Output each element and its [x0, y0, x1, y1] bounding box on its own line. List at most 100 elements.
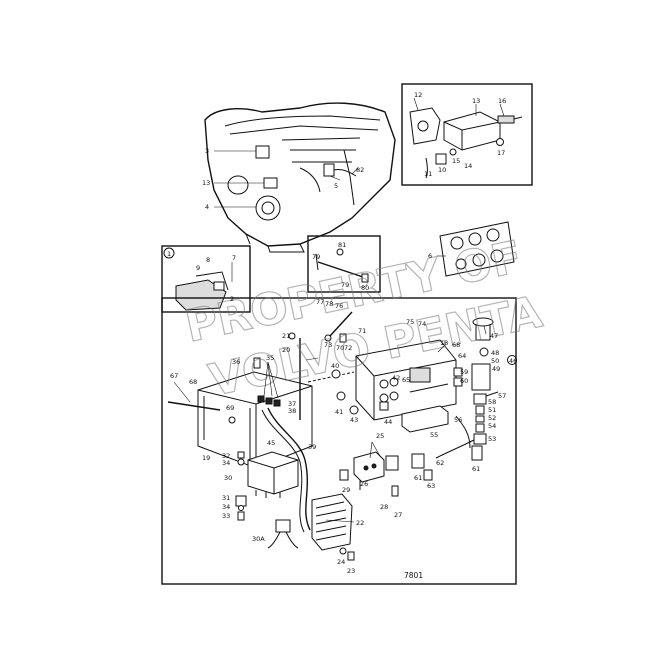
callout-67: 67	[170, 372, 178, 380]
leader-lines	[173, 97, 505, 523]
callout-33: 33	[222, 512, 230, 520]
inset-rod	[307, 235, 381, 293]
callout-19: 19	[202, 454, 210, 462]
junction-box	[197, 371, 313, 469]
callout-59: 59	[460, 368, 468, 376]
screw-33	[237, 511, 245, 521]
sensor-49	[471, 363, 491, 391]
wire-11	[425, 157, 428, 179]
callout-20: 20	[282, 346, 290, 354]
screw-70	[339, 333, 347, 343]
sensor-10	[435, 153, 447, 165]
callout-80: 80	[361, 284, 369, 292]
callout-70: 70	[336, 344, 344, 352]
washer-52	[475, 415, 485, 423]
control-panel-18	[355, 339, 457, 421]
callout-4: 4	[205, 203, 209, 211]
callout-8: 8	[206, 256, 210, 264]
callout-30A: 30A	[252, 535, 265, 543]
relay-30	[247, 451, 299, 498]
circled-46	[507, 355, 517, 365]
callout-labels: 12 13 16 15 14 17 10 11 3 13 4 5 82 6 1 …	[167, 91, 517, 575]
figure-number: 7801	[404, 571, 423, 580]
callout-45: 45	[267, 439, 275, 447]
washer-24	[339, 547, 347, 555]
callout-30: 30	[224, 474, 232, 482]
callout-74: 74	[418, 320, 426, 328]
callout-69: 69	[226, 404, 234, 412]
callout-27: 27	[394, 511, 402, 519]
relay-unit	[443, 111, 501, 151]
callout-15: 15	[452, 157, 460, 165]
callout-29: 29	[342, 486, 350, 494]
cable-harness-39	[267, 407, 311, 531]
callout-38: 38	[288, 407, 296, 415]
callout-60: 60	[460, 377, 468, 385]
callout-41: 41	[335, 408, 343, 416]
callout-53: 53	[488, 435, 496, 443]
callout-17: 17	[497, 149, 505, 157]
cable-62	[435, 439, 475, 459]
washer-15	[449, 148, 457, 156]
callout-28: 28	[380, 503, 388, 511]
callout-34a: 34	[222, 459, 230, 467]
part-41	[336, 391, 346, 401]
callout-76: 76	[335, 302, 343, 310]
bolt-67	[167, 401, 221, 411]
callout-26: 26	[360, 480, 368, 488]
screw-36	[253, 357, 261, 369]
callout-3: 3	[205, 147, 209, 155]
alternator-unit	[175, 271, 229, 311]
callout-34b: 34	[222, 503, 230, 511]
callout-6: 6	[428, 252, 432, 260]
callout-37: 37	[288, 400, 296, 408]
callout-52: 52	[488, 414, 496, 422]
callout-72: 72	[344, 344, 352, 352]
relay-plug-16	[497, 115, 523, 124]
washer-34a	[237, 458, 245, 466]
callout-44: 44	[384, 418, 392, 426]
callout-36: 36	[232, 358, 240, 366]
fuse-30A	[267, 519, 299, 549]
callout-73: 73	[324, 341, 332, 349]
callout-43: 43	[350, 416, 358, 424]
callout-14: 14	[464, 162, 472, 170]
callout-57: 57	[498, 392, 506, 400]
callout-13: 13	[472, 97, 480, 105]
nut-17	[496, 138, 504, 146]
callout-61b: 61	[472, 465, 480, 473]
washer-21	[288, 332, 296, 340]
callout-82: 82	[356, 166, 364, 174]
bracket-25	[353, 451, 385, 483]
terminal-bar-55	[401, 405, 449, 433]
callout-42: 42	[392, 374, 400, 382]
callout-78: 78	[325, 300, 333, 308]
washer-34b	[238, 505, 244, 511]
engine-sensor-5	[323, 163, 357, 177]
screw-54	[475, 423, 485, 433]
callout-24: 24	[337, 558, 345, 566]
callout-48: 48	[491, 349, 499, 357]
callout-51: 51	[488, 406, 496, 414]
part-60	[453, 377, 463, 387]
callout-79b: 79	[341, 281, 349, 289]
part-59	[453, 367, 463, 377]
screw-32	[237, 451, 245, 459]
callout-40: 40	[331, 362, 339, 370]
callout-54: 54	[488, 422, 496, 430]
callout-47: 47	[490, 332, 498, 340]
screw-27	[391, 485, 399, 497]
inset-alternator	[161, 245, 251, 313]
callout-61a: 61	[414, 474, 422, 482]
callout-64: 64	[458, 352, 466, 360]
callout-55: 55	[430, 431, 438, 439]
nut-51	[475, 405, 485, 415]
pipe-57	[485, 391, 499, 397]
dashed-mount-line	[307, 371, 355, 383]
main-assembly-box	[161, 297, 517, 585]
callout-7: 7	[232, 254, 236, 262]
part-43	[349, 405, 359, 415]
callout-39: 39	[308, 443, 316, 451]
